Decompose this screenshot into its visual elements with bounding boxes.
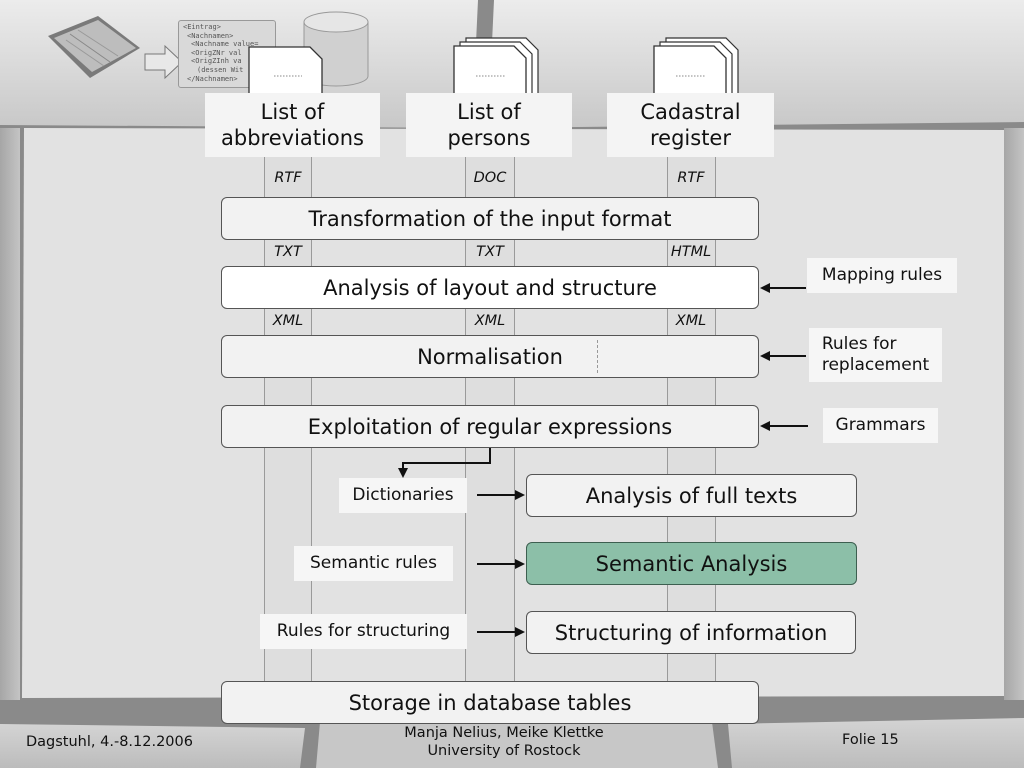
xml-line: <OrigZNr val [191, 48, 242, 57]
footer-authors: Manja Nelius, Meike Klettke University o… [404, 725, 604, 759]
step-fulltext-analysis: Analysis of full texts [526, 474, 857, 517]
format-label: RTF [274, 170, 302, 186]
input-mapping-rules: Mapping rules [807, 258, 957, 293]
source-text: Cadastral register [640, 100, 741, 150]
step-label: Normalisation [417, 344, 563, 369]
dashed-divider [597, 340, 598, 373]
input-structuring-rules: Rules for structuring [260, 614, 467, 649]
source-text: List of abbreviations [221, 100, 364, 150]
format-label: TXT [476, 244, 504, 260]
step-storage: Storage in database tables [221, 681, 759, 724]
input-dictionaries: Dictionaries [339, 478, 467, 513]
xml-line: <OrigZInh va [191, 57, 242, 66]
step-transformation: Transformation of the input format [221, 197, 759, 240]
source-label-persons: List of persons [406, 93, 572, 157]
format-label: TXT [274, 244, 302, 260]
source-label-abbreviations: List of abbreviations [205, 93, 380, 157]
format-label: RTF [677, 170, 705, 186]
input-semantic-rules: Semantic rules [294, 546, 453, 581]
step-layout-analysis: Analysis of layout and structure [221, 266, 759, 309]
format-label: XML [474, 313, 506, 329]
source-text: List of persons [447, 100, 531, 150]
book-illustration [48, 16, 183, 80]
input-label: Rules for replacement [821, 334, 930, 375]
input-grammars: Grammars [823, 408, 938, 443]
step-normalisation: Normalisation [221, 335, 759, 378]
footer-slide-number: Folie 15 [842, 732, 899, 748]
arrow-regex-to-dictionaries [398, 448, 491, 478]
input-replacement-rules: Rules for replacement [809, 328, 942, 382]
format-label: HTML [670, 244, 712, 260]
format-label: XML [675, 313, 707, 329]
xml-line: </Nachnamen> [187, 74, 238, 83]
step-structuring: Structuring of information [526, 611, 856, 654]
format-label: XML [272, 313, 304, 329]
xml-line: (dessen Wit [197, 65, 244, 74]
format-label: DOC [473, 170, 507, 186]
document-stack-icon [453, 37, 539, 106]
xml-line: <Nachname value= [191, 40, 259, 49]
xml-line: <Nachnamen> [187, 31, 234, 40]
step-regex: Exploitation of regular expressions [221, 405, 759, 448]
step-semantic-analysis: Semantic Analysis [526, 542, 857, 585]
footer-date: Dagstuhl, 4.-8.12.2006 [26, 734, 193, 750]
xml-line: <Eintrag> [183, 23, 221, 31]
source-label-cadastral: Cadastral register [607, 93, 774, 157]
